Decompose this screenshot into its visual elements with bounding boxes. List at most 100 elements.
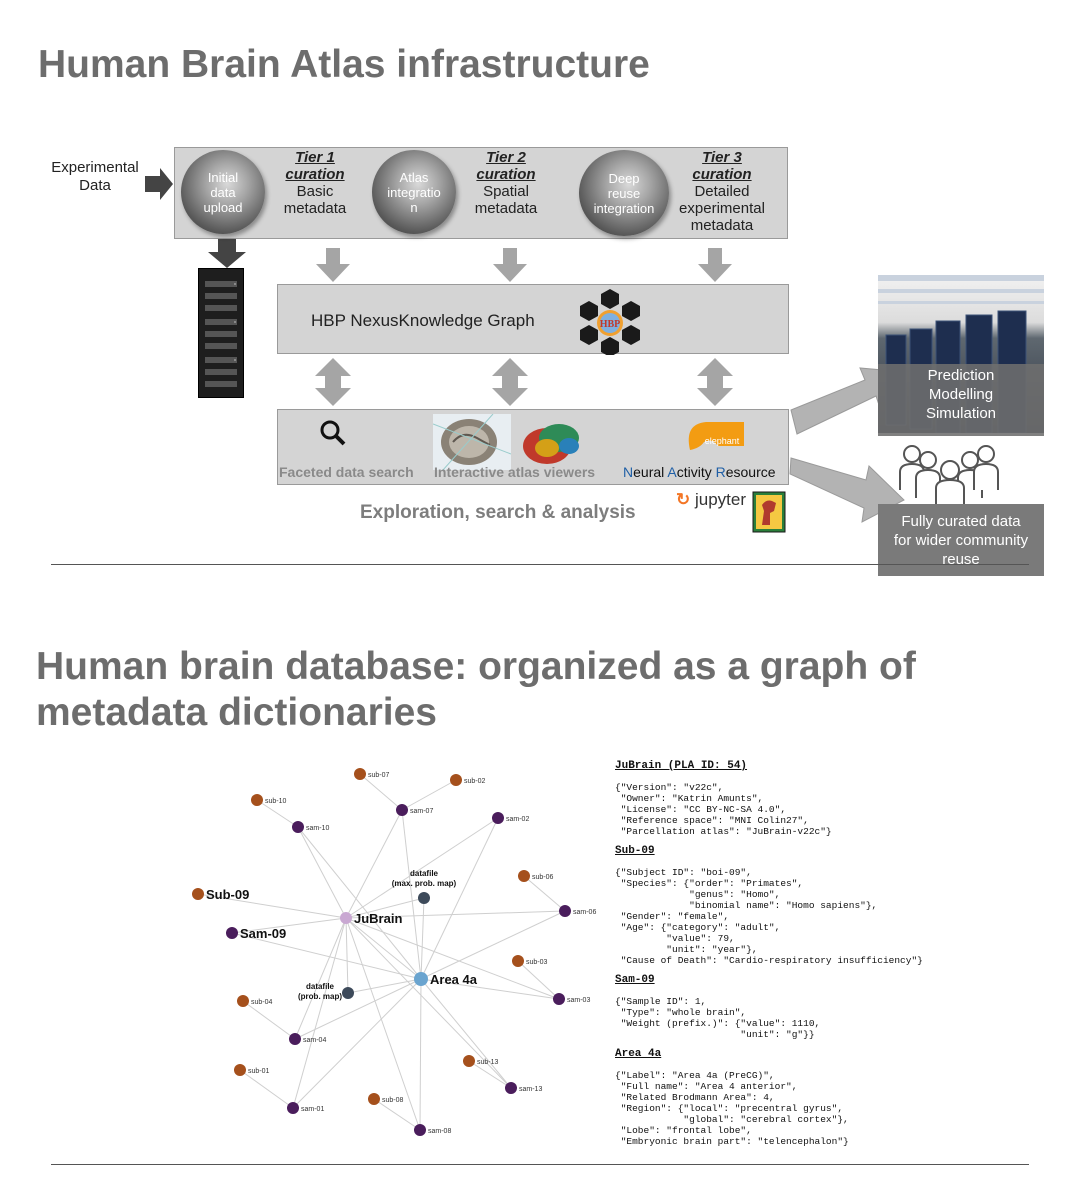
- graph-node-sub-01[interactable]: [234, 1064, 246, 1076]
- graph-edge: [345, 817, 499, 919]
- graph-edge: [373, 1098, 421, 1131]
- prediction-line1: Prediction: [927, 367, 995, 384]
- graph-node-sub-07[interactable]: [354, 768, 366, 780]
- knowledge-graph-box: [277, 284, 789, 354]
- circle3-line2: reuse: [607, 185, 641, 201]
- graph-edge: [239, 1069, 294, 1109]
- graph-edge: [345, 917, 421, 1131]
- section2-title-line1: Human brain database: organized as a gra…: [36, 645, 916, 688]
- atlas-viewer-brain-image[interactable]: [433, 414, 511, 470]
- graph-edge: [420, 978, 560, 1000]
- graph-edge: [401, 809, 422, 980]
- graph-node-dfmax[interactable]: [418, 892, 430, 904]
- jupyter-logo[interactable]: ↻ jupyter: [676, 490, 746, 510]
- atlas-viewer-3d-image[interactable]: [517, 416, 593, 468]
- section2-title: Human brain database: organized as a gra…: [36, 644, 916, 736]
- graph-label-sub-13: sub-13: [477, 1059, 499, 1066]
- graph-edge: [297, 826, 347, 919]
- community-text-box: Fully curated data for wider community r…: [878, 504, 1044, 576]
- graph-node-sam-10[interactable]: [292, 821, 304, 833]
- tier3-sub-line3: metadata: [690, 217, 754, 234]
- sub09-body: {"Subject ID": "boi-09", "Species": {"or…: [615, 867, 923, 966]
- graph-node-sub-08[interactable]: [368, 1093, 380, 1105]
- server-rack-detail: [205, 281, 237, 387]
- graph-label-sam-02: sam-02: [506, 816, 529, 823]
- search-icon[interactable]: [318, 418, 348, 448]
- divider-1: [51, 564, 1029, 565]
- tier1-title-line2: curation: [285, 166, 345, 183]
- graph-edge: [294, 917, 347, 1040]
- graph-node-sam-13[interactable]: [505, 1082, 517, 1094]
- tier1-title-line1: Tier 1: [295, 149, 335, 166]
- community-line1: Fully curated data: [901, 513, 1021, 530]
- graph-node-jubrain[interactable]: [340, 912, 352, 924]
- neural-activity-resource-label[interactable]: Neural Activity Resource: [623, 464, 776, 480]
- graph-node-sub-02[interactable]: [450, 774, 462, 786]
- graph-label-sub-10: sub-10: [265, 798, 287, 805]
- graph-edge: [197, 893, 347, 919]
- nar-n: N: [623, 464, 634, 480]
- tier3-title-line1: Tier 3: [702, 149, 742, 166]
- graph-node-sam-03[interactable]: [553, 993, 565, 1005]
- bidirectional-arrows: [315, 358, 733, 406]
- graph-node-sub-09[interactable]: [192, 888, 204, 900]
- circle1-line1: Initial: [207, 169, 239, 185]
- circle-atlas-integration: Atlas integratio n: [372, 150, 456, 234]
- graph-node-sam-01[interactable]: [287, 1102, 299, 1114]
- graph-edge: [292, 917, 347, 1109]
- graph-node-sub-13[interactable]: [463, 1055, 475, 1067]
- graph-node-sub-06[interactable]: [518, 870, 530, 882]
- circle1-line2: data: [210, 184, 236, 200]
- faceted-search-label[interactable]: Faceted data search: [279, 464, 414, 480]
- graph-node-sub-10[interactable]: [251, 794, 263, 806]
- graph-node-dfprob[interactable]: [342, 987, 354, 999]
- atlas-viewers-label[interactable]: Interactive atlas viewers: [434, 464, 596, 480]
- graph-edge: [420, 978, 512, 1089]
- graph-node-area4a[interactable]: [414, 972, 428, 986]
- nar-esource: esource: [725, 464, 776, 480]
- fist-logo-icon[interactable]: [752, 491, 786, 533]
- graph-label-sub-04: sub-04: [251, 999, 273, 1006]
- graph-node-sub-04[interactable]: [237, 995, 249, 1007]
- elephant-logo-icon[interactable]: elephant: [678, 414, 750, 454]
- tier2-block: Tier 2 curation Spatial metadata: [462, 149, 550, 217]
- graph-node-sam-07[interactable]: [396, 804, 408, 816]
- graph-node-sam-08[interactable]: [414, 1124, 426, 1136]
- graph-node-sam-04[interactable]: [289, 1033, 301, 1045]
- experimental-data-line2: Data: [79, 177, 111, 194]
- nar-r: R: [715, 464, 726, 480]
- hbp-logo-text: HBP: [600, 319, 621, 330]
- graph-label-dfprob: datafile(prob. map): [298, 982, 342, 1001]
- graph-node-sam-02[interactable]: [492, 812, 504, 824]
- nar-ctivity: ctivity: [676, 464, 716, 480]
- graph-label-sub-03: sub-03: [526, 959, 548, 966]
- tier3-title-line2: curation: [692, 166, 752, 183]
- graph-label-sam-03: sam-03: [567, 997, 590, 1004]
- community-line2: for wider community: [893, 532, 1029, 549]
- graph-label-sam-07: sam-07: [410, 808, 433, 815]
- jupyter-label: jupyter: [694, 490, 747, 509]
- exploration-label: Exploration, search & analysis: [360, 502, 636, 523]
- tier3-sub-line1: Detailed: [694, 183, 750, 200]
- graph-label-sub-02: sub-02: [464, 778, 486, 785]
- graph-node-sub-03[interactable]: [512, 955, 524, 967]
- graph-label-sub-06: sub-06: [532, 874, 554, 881]
- graph-label-area4a: Area 4a: [430, 972, 478, 987]
- tier-down-arrows: [316, 248, 732, 282]
- graph-label-jubrain: JuBrain: [354, 911, 402, 926]
- graph-edges: [197, 773, 566, 1131]
- prediction-line2: Modelling: [928, 386, 994, 403]
- graph-node-sam-06[interactable]: [559, 905, 571, 917]
- graph-node-sam-09[interactable]: [226, 927, 238, 939]
- tier1-sub-line1: Basic: [296, 183, 334, 200]
- graph-label-sam-06: sam-06: [573, 909, 596, 916]
- tier1-sub-line2: metadata: [283, 200, 347, 217]
- prediction-text-box: Prediction Modelling Simulation: [878, 364, 1044, 436]
- community-line3: reuse: [942, 551, 980, 568]
- circle3-line3: integration: [593, 200, 655, 216]
- graph-label-sam-09: Sam-09: [240, 926, 286, 941]
- tier1-block: Tier 1 curation Basic metadata: [272, 149, 358, 217]
- tier2-title-line2: curation: [476, 166, 536, 183]
- area4a-title: Area 4a: [615, 1048, 662, 1060]
- graph-edge: [345, 917, 560, 1000]
